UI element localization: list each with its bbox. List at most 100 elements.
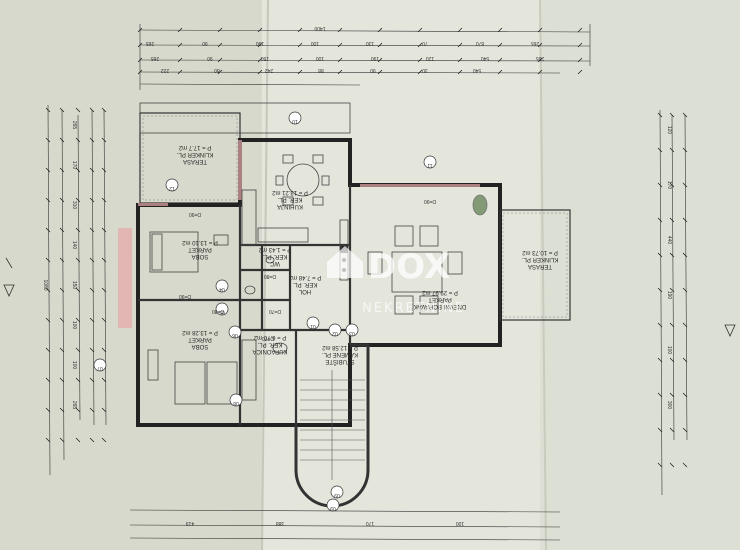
marker-number: 04 xyxy=(219,286,225,292)
marker-circle xyxy=(215,302,229,316)
terrace-right-hatch xyxy=(502,212,568,318)
dim-top-row3: 30 xyxy=(422,67,428,73)
marker-number: 08 xyxy=(233,400,239,406)
marker-number: 02 xyxy=(332,330,338,336)
room-label-hodnik: HOL xyxy=(298,288,311,294)
dim-right-row: 440 xyxy=(666,236,672,245)
room-label-kuhinja: KER. PL. xyxy=(277,196,302,202)
bathroom-fixtures xyxy=(241,256,288,401)
marker-circle xyxy=(345,323,359,337)
watermark-logo: DOX xyxy=(368,247,450,287)
dim-right-row: 170 xyxy=(666,181,672,190)
room-label-kupaonica: KER. PL. xyxy=(257,341,282,347)
room-label-stubiste: STUBIŠTE xyxy=(325,358,354,365)
bed-bedroom-1 xyxy=(149,231,229,273)
dim-left-row: 265 xyxy=(71,401,77,410)
marker-circle xyxy=(326,498,340,512)
dim-top-row2: 90 xyxy=(207,55,213,61)
room-label-dnevni: DNEVNI BORAVAK xyxy=(414,303,466,309)
dim-top-row3: 540 xyxy=(473,67,482,73)
room-label-dnevni: PARKET xyxy=(428,296,452,302)
room-label-terasa_right: TERASA xyxy=(528,263,552,269)
marker-circle xyxy=(228,325,242,339)
door-code: D=80 xyxy=(264,273,276,279)
dim-top-row3: 90 xyxy=(370,67,376,73)
marker-circle xyxy=(288,111,302,125)
dim-right-row: 100 xyxy=(666,346,672,355)
door-code: D=70 xyxy=(269,308,281,314)
paper-sheet-middle xyxy=(262,0,542,550)
terrace-left-hatch xyxy=(142,115,238,201)
marker-number: 09 xyxy=(334,492,340,498)
dim-left-row: 100 xyxy=(71,321,77,330)
room-label-soba2: P = 13.28 m2 xyxy=(181,329,217,335)
dim-top-row2: 150 xyxy=(261,55,270,61)
dim-left-row: 140 xyxy=(71,241,77,250)
dim-top-row2: 540 xyxy=(481,55,490,61)
dim-top-row2: 190 xyxy=(371,55,380,61)
watermark-subtitle: NEKRETNINE xyxy=(362,301,465,316)
marker-number: 12 xyxy=(169,185,175,191)
paper-fold xyxy=(261,0,269,550)
dim-bottom-row: 170 xyxy=(366,520,375,526)
marker-circle xyxy=(93,358,107,372)
paper-sheet-left xyxy=(0,0,270,550)
room-label-hodnik: KER. PL. xyxy=(292,281,317,287)
dim-top-row3: 222 xyxy=(161,67,170,73)
room-label-stubiste: P = 12.58 m2 xyxy=(321,344,357,350)
marker-number: 05 xyxy=(219,309,225,315)
dim-top-row1: 265 xyxy=(146,40,155,46)
dimension-ticks-left xyxy=(45,107,107,443)
door-code: D=80 xyxy=(212,308,224,314)
room-label-terasa_right: P = 10.73 m2 xyxy=(521,249,557,255)
room-label-kuhinja: P = 13.21 m2 xyxy=(271,189,307,195)
room-label-terasa_right: KLINKER PL. xyxy=(521,256,558,262)
marker-number: 07 xyxy=(97,365,103,371)
marker-circle xyxy=(215,279,229,293)
dim-top-row1: 70 xyxy=(422,40,428,46)
room-label-hodnik: P = 7.48 m2 xyxy=(288,274,321,280)
dimension-lines-right xyxy=(659,109,688,496)
room-label-soba1: SOBA xyxy=(192,253,209,259)
door-code: D=70 xyxy=(262,335,274,341)
marker-number: 01 xyxy=(310,323,316,329)
marker-circle xyxy=(165,178,179,192)
room-label-soba1: PARKET xyxy=(188,246,212,252)
living-room-furniture xyxy=(367,194,488,315)
marker-number: 03 xyxy=(349,330,355,336)
room-label-kuhinja: KUHINJA xyxy=(277,203,303,209)
marker-number: 09 xyxy=(330,505,336,511)
room-label-terasa_left: TERASA xyxy=(183,158,207,164)
elevation-arrows xyxy=(3,257,736,337)
dim-bottom-row: 100 xyxy=(456,520,465,526)
terrace-right xyxy=(499,209,571,321)
dim-bottom-row: 419 xyxy=(186,520,195,526)
room-label-terasa_left: KLINKER PL. xyxy=(176,151,213,157)
marker-number: 06 xyxy=(232,332,238,338)
dim-top-row2: 265 xyxy=(536,55,545,61)
dim-left-total: 1080 xyxy=(42,279,48,290)
door-code: D=90 xyxy=(189,211,201,217)
terrace-roof xyxy=(139,102,351,134)
dim-top-row3: 80 xyxy=(214,67,220,73)
dim-left-row: 170 xyxy=(71,161,77,170)
dimension-lines-left xyxy=(47,104,107,476)
dimension-ticks-right xyxy=(657,112,688,468)
room-label-soba1: P = 13.10 m2 xyxy=(181,239,217,245)
paper-sheet-right xyxy=(540,0,740,550)
dim-left-row: 100 xyxy=(71,361,77,370)
dimension-ticks-top xyxy=(137,27,583,75)
dim-top-row2: 100 xyxy=(316,55,325,61)
room-label-wc: P = 1.43 m2 xyxy=(258,246,291,252)
marker-circle xyxy=(330,485,344,499)
room-label-wc: WC xyxy=(269,260,280,266)
dim-top-row1: 265 xyxy=(531,40,540,46)
room-label-kupaonica: P = 6.70 m2 xyxy=(253,334,286,340)
dimension-lines-bottom xyxy=(129,509,561,541)
marker-circle xyxy=(328,323,342,337)
dim-left-row: 310 xyxy=(71,201,77,210)
marker-circle xyxy=(229,393,243,407)
